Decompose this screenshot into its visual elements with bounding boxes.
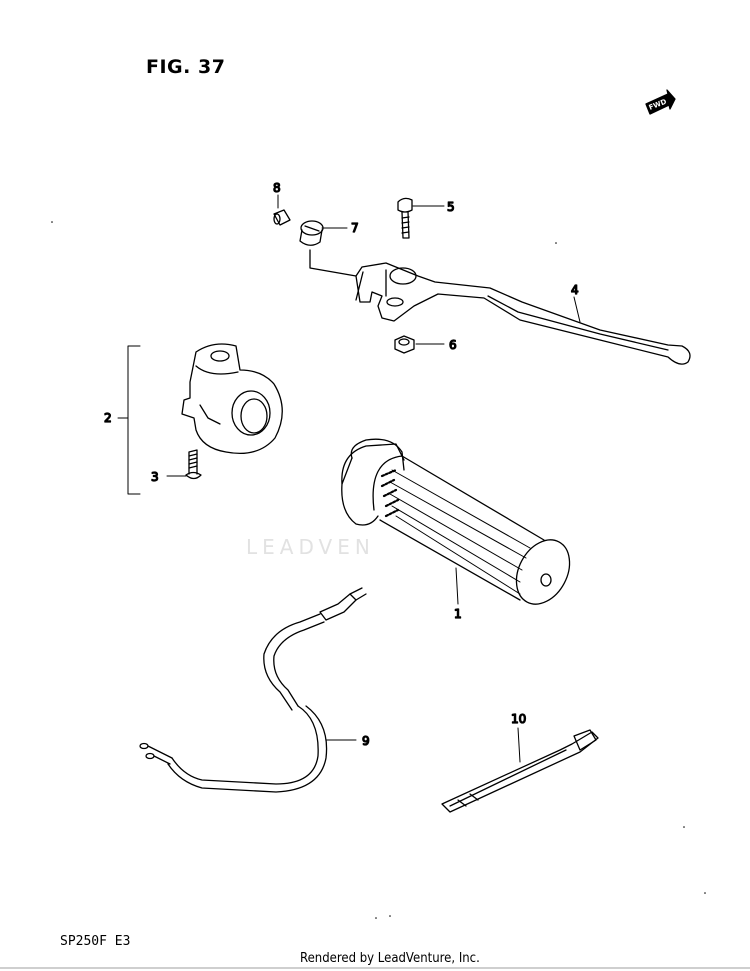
callout-7: 7 — [351, 221, 359, 235]
render-credit: Rendered by LeadVenture, Inc. — [300, 951, 480, 966]
pin-part — [273, 209, 291, 226]
model-code: SP250F E3 — [60, 934, 131, 949]
grip-part — [341, 438, 571, 605]
callout-8: 8 — [273, 181, 281, 195]
pivot-nut-part — [394, 335, 415, 354]
callout-4: 4 — [571, 283, 579, 297]
adjuster-part — [299, 220, 324, 246]
callout-2: 2 — [104, 411, 112, 425]
fwd-arrow-badge: FWD — [645, 89, 676, 115]
pivot-bolt-part — [397, 197, 413, 239]
cable-band-part — [441, 729, 599, 813]
figure-title: FIG. 37 — [146, 56, 226, 78]
callout-6: 6 — [449, 338, 457, 352]
assembly-bracket — [117, 345, 141, 495]
bottom-divider — [0, 967, 750, 969]
lead-wire-part — [139, 587, 367, 793]
callout-10: 10 — [511, 712, 526, 726]
housing-screw-part — [185, 449, 202, 480]
callout-9: 9 — [362, 734, 370, 748]
callout-5: 5 — [447, 200, 455, 214]
lever-part — [309, 249, 691, 365]
scan-specks — [51, 221, 706, 919]
callout-1: 1 — [454, 607, 462, 621]
watermark-text: LEADVEN — [246, 535, 375, 559]
callout-3: 3 — [151, 470, 159, 484]
throttle-housing-part — [181, 343, 283, 455]
callout-leaders — [166, 194, 581, 763]
